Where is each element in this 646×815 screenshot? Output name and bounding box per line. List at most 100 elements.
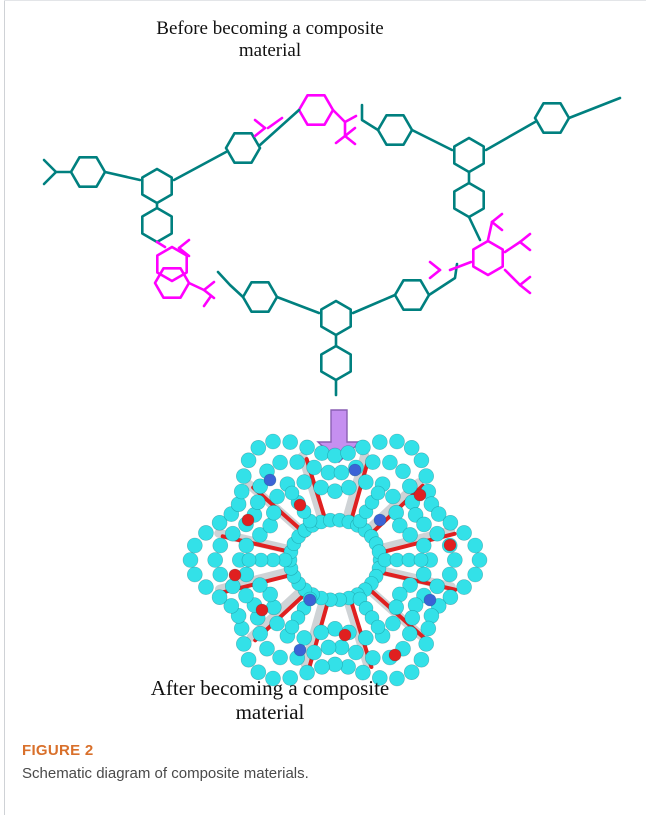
carbon-atom — [314, 659, 330, 675]
bond-line — [351, 293, 397, 315]
carbon-atom — [418, 468, 435, 484]
oxygen-atom — [241, 513, 255, 527]
carbon-atom — [211, 589, 228, 606]
carbon-atom — [252, 527, 268, 543]
carbon-atom — [272, 649, 288, 666]
nitrogen-atom — [293, 643, 307, 657]
carbon-atom — [236, 636, 252, 652]
carbon-atom — [402, 527, 418, 543]
carbon-atom — [442, 589, 459, 606]
oxygen-atom — [293, 498, 307, 512]
carbon-atom — [371, 434, 388, 450]
carbon-atom — [357, 630, 374, 646]
figure-label: FIGURE 2 — [22, 742, 94, 759]
nitrogen-atom — [373, 513, 387, 527]
carbon-atom — [252, 625, 269, 642]
carbon-atom — [269, 615, 285, 632]
carbon-atom — [467, 566, 484, 583]
carbon-atom — [385, 615, 401, 632]
ring-left-node — [141, 167, 173, 205]
nitrogen-atom — [348, 463, 362, 477]
bond-line — [103, 170, 142, 182]
carbon-atom — [413, 651, 430, 668]
oxygen-atom — [255, 603, 269, 617]
ring-right-end — [533, 102, 571, 134]
carbon-atom — [370, 485, 386, 501]
carbon-atom — [355, 439, 371, 456]
carbon-atom — [265, 433, 281, 450]
after-title: After becoming a composite material — [150, 676, 390, 724]
substituent-bond — [253, 118, 267, 130]
composite-framework-render — [182, 433, 488, 687]
substituent-bond — [518, 232, 532, 244]
bond-line — [258, 108, 301, 147]
carbon-atom — [357, 474, 374, 490]
oxygen-atom — [228, 568, 242, 582]
bond-line — [172, 150, 228, 182]
bond-line — [331, 108, 347, 138]
carbon-atom — [282, 670, 299, 686]
channel-strut — [298, 451, 328, 526]
carbon-atom — [236, 468, 252, 484]
carbon-atom — [299, 439, 315, 456]
carbon-atom — [282, 434, 299, 450]
carbon-atom — [240, 452, 257, 469]
substituent-bond — [490, 220, 504, 232]
carbon-atom — [182, 552, 199, 568]
bond-line — [503, 268, 522, 287]
carbon-atom — [388, 504, 405, 521]
carbon-atom — [391, 586, 408, 603]
bond-line — [484, 120, 537, 152]
carbon-atom — [415, 566, 432, 583]
bond-line — [503, 240, 522, 254]
carbon-atom — [403, 664, 420, 681]
left-terminal-group — [42, 158, 58, 186]
carbon-atom — [223, 598, 240, 614]
caption-text: Schematic diagram of composite materials… — [22, 765, 309, 782]
figure-caption: FIGURE 2 Schematic diagram of composite … — [22, 742, 622, 782]
carbon-atom — [259, 640, 275, 657]
carbon-atom — [471, 552, 488, 568]
carbon-atom — [211, 514, 228, 531]
carbon-atom — [327, 656, 343, 673]
ring-upper-left — [224, 132, 262, 164]
ring-bottom-node — [319, 299, 353, 337]
carbon-atom — [284, 619, 300, 635]
carbon-atom — [382, 454, 398, 471]
carbon-atom — [306, 459, 322, 476]
carbon-atom — [240, 651, 257, 668]
carbon-atom — [413, 452, 430, 469]
ring-left-link — [141, 206, 173, 244]
carbon-atom — [401, 625, 418, 642]
bond-line — [467, 215, 482, 242]
bond-line — [486, 220, 494, 242]
bond-line — [275, 295, 321, 315]
ring-right-highlight — [471, 239, 505, 277]
ring-lower-right — [393, 278, 431, 312]
carbon-atom — [306, 644, 322, 661]
carbon-atom — [389, 433, 405, 450]
carbon-atom — [269, 488, 285, 505]
carbon-atom — [207, 552, 223, 568]
substituent-bond — [202, 280, 216, 292]
carbon-atom — [265, 599, 282, 616]
ring-right-node — [452, 136, 486, 174]
carbon-atom — [415, 537, 432, 554]
carbon-atom — [272, 454, 288, 471]
carbon-atom — [265, 504, 282, 521]
carbon-atom — [341, 479, 357, 496]
oxygen-atom — [443, 538, 457, 552]
carbon-atom — [265, 670, 281, 687]
substituent-bond — [490, 212, 504, 224]
molecular-schematic — [42, 94, 622, 687]
carbon-atom — [250, 439, 267, 456]
carbon-atom — [441, 566, 458, 583]
carbon-atom — [416, 516, 432, 533]
oxygen-atom — [413, 488, 427, 502]
carbon-atom — [456, 579, 472, 595]
left-border — [4, 0, 5, 815]
bond-line — [334, 134, 347, 145]
carbon-atom — [238, 537, 255, 554]
carbon-atom — [198, 579, 214, 595]
carbon-atom — [225, 525, 241, 542]
